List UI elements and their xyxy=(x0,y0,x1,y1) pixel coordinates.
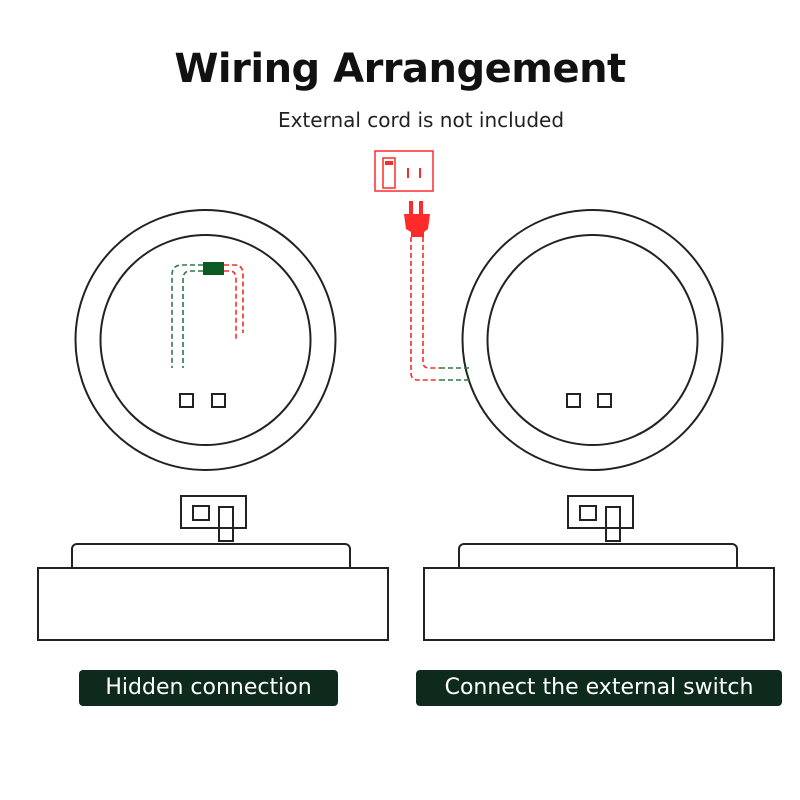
left-side-view xyxy=(37,495,389,641)
socket-switch xyxy=(382,157,396,189)
external-cord xyxy=(410,237,472,381)
wire-connector-block xyxy=(203,262,224,275)
left-mirror-plate xyxy=(71,543,351,568)
right-switch-box xyxy=(567,495,634,529)
right-mirror xyxy=(461,209,724,471)
plug-icon xyxy=(404,201,430,237)
red-wire xyxy=(410,237,440,381)
page-title: Wiring Arrangement xyxy=(174,46,626,92)
external-switch-label: Connect the external switch xyxy=(416,670,782,706)
subtitle: External cord is not included xyxy=(277,108,565,132)
wall-socket xyxy=(374,150,434,192)
left-switch-box xyxy=(180,495,247,529)
green-wire xyxy=(182,270,203,368)
red-wire xyxy=(224,264,244,333)
left-mirror-inner-ring xyxy=(99,234,312,446)
hidden-wiring xyxy=(171,264,244,368)
socket-switch-indicator xyxy=(385,161,393,165)
hidden-connection-label: Hidden connection xyxy=(79,670,338,706)
left-mirror-button xyxy=(179,393,194,408)
right-mirror-button xyxy=(566,393,581,408)
right-side-view xyxy=(423,495,775,641)
right-mirror-outer-ring xyxy=(461,209,724,471)
right-switch-square xyxy=(579,505,597,521)
right-mirror-plate xyxy=(458,543,738,568)
left-mirror xyxy=(74,209,337,471)
green-wire xyxy=(171,264,203,368)
red-wire xyxy=(422,237,440,369)
left-mirror-button xyxy=(211,393,226,408)
red-wire xyxy=(224,270,237,339)
right-mirror-button xyxy=(597,393,612,408)
left-switch-square xyxy=(192,505,210,521)
right-mirror-inner-ring xyxy=(486,234,699,446)
socket-frame xyxy=(374,150,434,192)
left-mirror-outer-ring xyxy=(74,209,337,471)
left-switch-toggle xyxy=(218,506,234,542)
left-mirror-base xyxy=(37,567,389,641)
right-switch-toggle xyxy=(605,506,621,542)
right-mirror-base xyxy=(423,567,775,641)
